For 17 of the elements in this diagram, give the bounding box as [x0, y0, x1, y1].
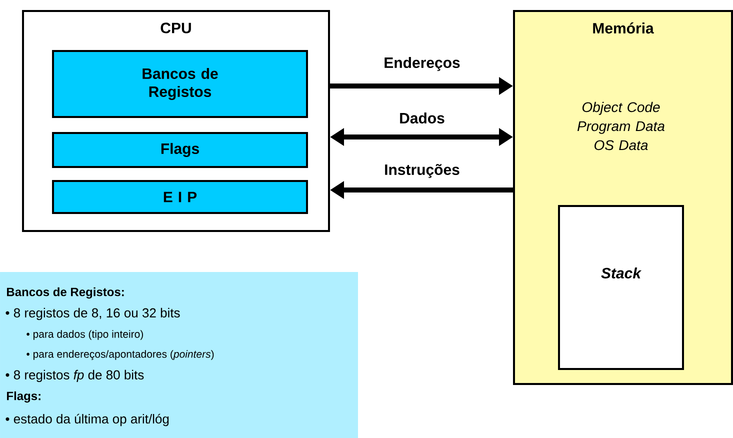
bullet-item: • 8 registos fp de 80 bits — [6, 370, 144, 382]
sub-bullet-item: • para endereços/apontadores (pointers) — [26, 350, 214, 360]
sub-bullet-item: • para dados (tipo inteiro) — [26, 330, 144, 340]
edge-label: Instruções — [383, 163, 461, 179]
bullet-item: • 8 registos de 8, 16 ou 32 bits — [6, 308, 180, 320]
bullet-item: • estado da última op arit/lóg — [6, 414, 169, 426]
edge-label: Endereços — [382, 56, 462, 72]
note-heading: Flags: — [7, 391, 40, 403]
memory-contents: Object Code Program Data OS Data — [577, 102, 664, 150]
box-title: CPU — [160, 22, 191, 34]
box-title: Memória — [593, 22, 654, 34]
box-label: Stack — [601, 267, 642, 278]
note-heading: Bancos de Registos: — [7, 287, 124, 299]
box-label: Bancos de Registos — [142, 68, 218, 100]
box-label: Flags — [161, 142, 199, 158]
box-label: E I P — [164, 192, 197, 202]
edge-label: Dados — [398, 112, 446, 124]
